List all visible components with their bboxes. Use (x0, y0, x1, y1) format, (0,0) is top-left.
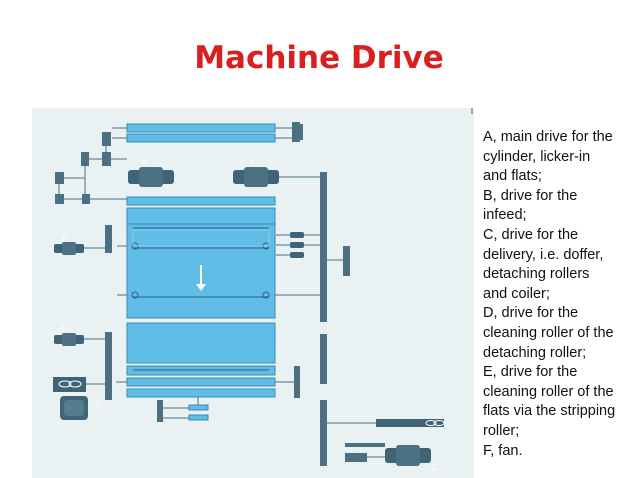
legend-line: F, fan. (483, 442, 523, 459)
top-roller-1 (126, 123, 276, 133)
linkage-block-1 (102, 132, 111, 146)
legend-line: cylinder, licker-in (483, 148, 591, 165)
label-a: A (250, 157, 256, 166)
detaching-roller-2 (126, 377, 276, 387)
doffer (126, 322, 276, 364)
legend-line: roller; (483, 422, 520, 439)
label-f: F (96, 401, 101, 410)
slide-title: Machine Drive (194, 40, 444, 76)
label-c: C (432, 463, 438, 472)
right-shaft-upper (320, 172, 327, 322)
legend-text: A, main drive for the cylinder, licker-i… (483, 128, 635, 461)
legend-line: cleaning roller of the (483, 324, 614, 341)
cylinder-body (126, 207, 276, 319)
legend-line: and flats; (483, 168, 542, 185)
legend-line: E, drive for the (483, 364, 578, 381)
label-d: D (62, 324, 68, 333)
label-b: B (142, 157, 147, 166)
right-shaft-lower (320, 334, 327, 384)
legend-line: cleaning roller of the (483, 383, 614, 400)
delivery-roller (376, 419, 444, 427)
legend-line: B, drive for the (483, 187, 578, 204)
legend-line: detaching roller; (483, 344, 587, 361)
legend-line: D, drive for the (483, 305, 579, 322)
coiler-shaft (157, 400, 163, 422)
detaching-roller-3 (126, 388, 276, 398)
legend-line: and coiler; (483, 285, 550, 302)
machine-drive-diagram: B A E D (32, 108, 474, 478)
legend-line: flats via the stripping (483, 403, 616, 420)
gear-stack (290, 232, 304, 238)
legend-line: delivery, i.e. doffer, (483, 246, 604, 263)
label-e: E (62, 235, 67, 244)
legend-line: A, main drive for the (483, 129, 613, 145)
top-roller-bearing (292, 122, 300, 142)
legend-line: C, drive for the (483, 226, 579, 243)
legend-line: detaching rollers (483, 266, 590, 283)
right-shaft-bottom (320, 400, 327, 466)
legend-line: infeed; (483, 207, 527, 224)
top-roller-2 (126, 133, 276, 143)
feed-roller (126, 196, 276, 206)
